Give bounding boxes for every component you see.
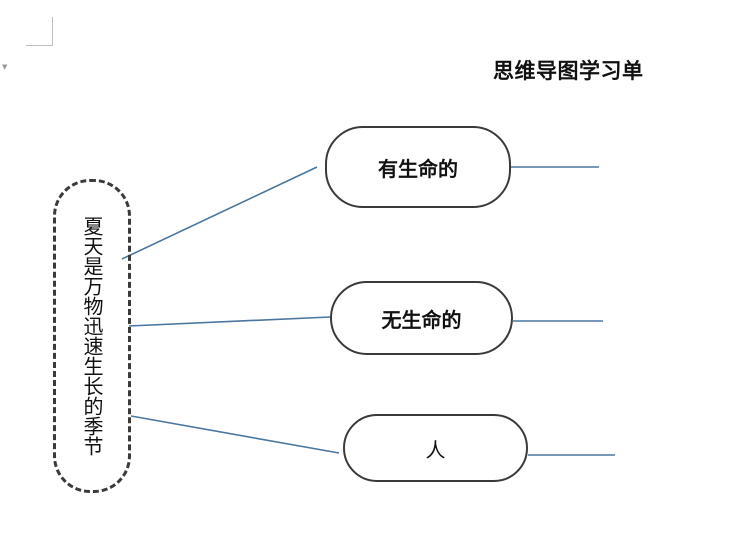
branch-label-people: 人 (425, 437, 446, 462)
branch-node-people[interactable]: 人 (343, 414, 528, 482)
branch-label-living: 有生命的 (378, 156, 458, 181)
branch-node-living[interactable]: 有生命的 (325, 126, 511, 208)
central-topic-text-wrap: 夏天是万物迅速生长的季节 (56, 182, 128, 490)
branch-label-nonliving: 无生命的 (381, 307, 462, 332)
page-margin-marker (26, 17, 53, 46)
collapse-caret-icon[interactable]: ▼ (2, 63, 8, 71)
connector-central-to-people (130, 415, 340, 454)
worksheet-title: 思维导图学习单 (493, 58, 644, 83)
branch-node-nonliving[interactable]: 无生命的 (330, 281, 513, 355)
central-topic-node[interactable]: 夏天是万物迅速生长的季节 (53, 179, 131, 493)
connector-central-to-living (121, 166, 318, 260)
connector-central-to-nonliving (128, 316, 331, 327)
central-topic-label: 夏天是万物迅速生长的季节 (80, 216, 104, 456)
